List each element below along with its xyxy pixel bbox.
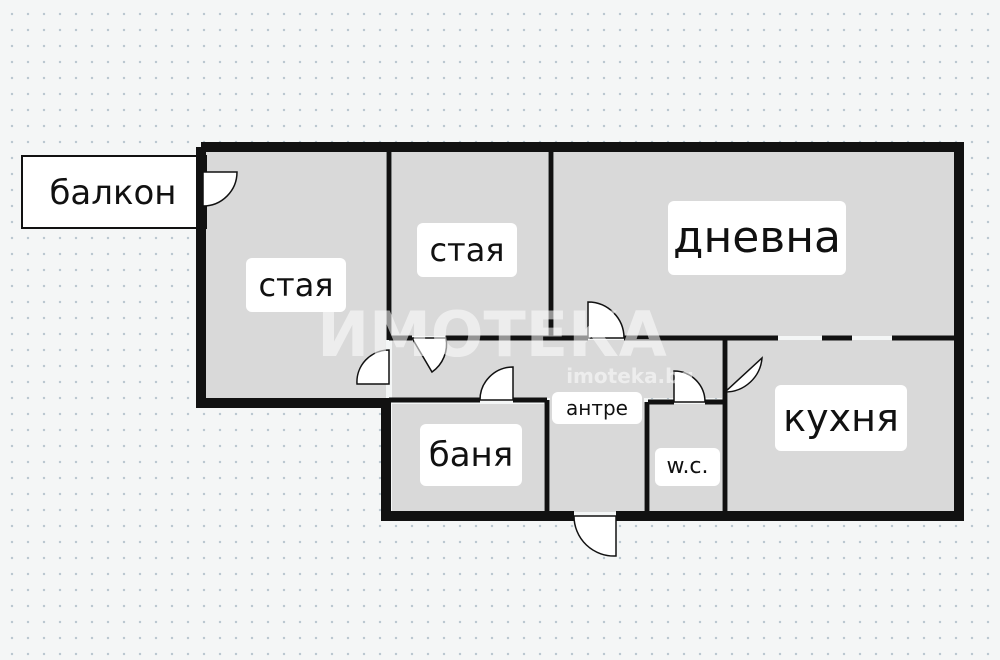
door-entrance [573,515,617,557]
balcony-outline [21,155,207,229]
room-left-label: стая [246,258,346,312]
hallway-label: антре [552,392,642,424]
watermark-brand: ИМОТЕКА [317,298,667,371]
living-room-label: дневна [668,201,846,275]
interior-walls [201,150,956,512]
toilet-label: w.c. [655,448,720,486]
watermark-url: imoteka.bg [566,364,694,388]
watermark: ИМОТЕКА imoteka.bg [317,298,694,388]
door-toilet [673,370,706,403]
door-room-middle [587,301,625,339]
door-room-left-inner [410,337,448,374]
room-middle-label: стая [417,223,517,277]
door-kitchen [724,356,763,394]
outer-walls [196,142,964,521]
corridor-floor [392,340,722,398]
door-room-left [356,349,390,385]
doors [202,171,763,557]
balcony-label: балкон [49,173,177,213]
door-bathroom [479,366,514,401]
bathroom-label: баня [420,424,522,486]
door-balcony [202,171,238,207]
kitchen-label: кухня [775,385,907,451]
